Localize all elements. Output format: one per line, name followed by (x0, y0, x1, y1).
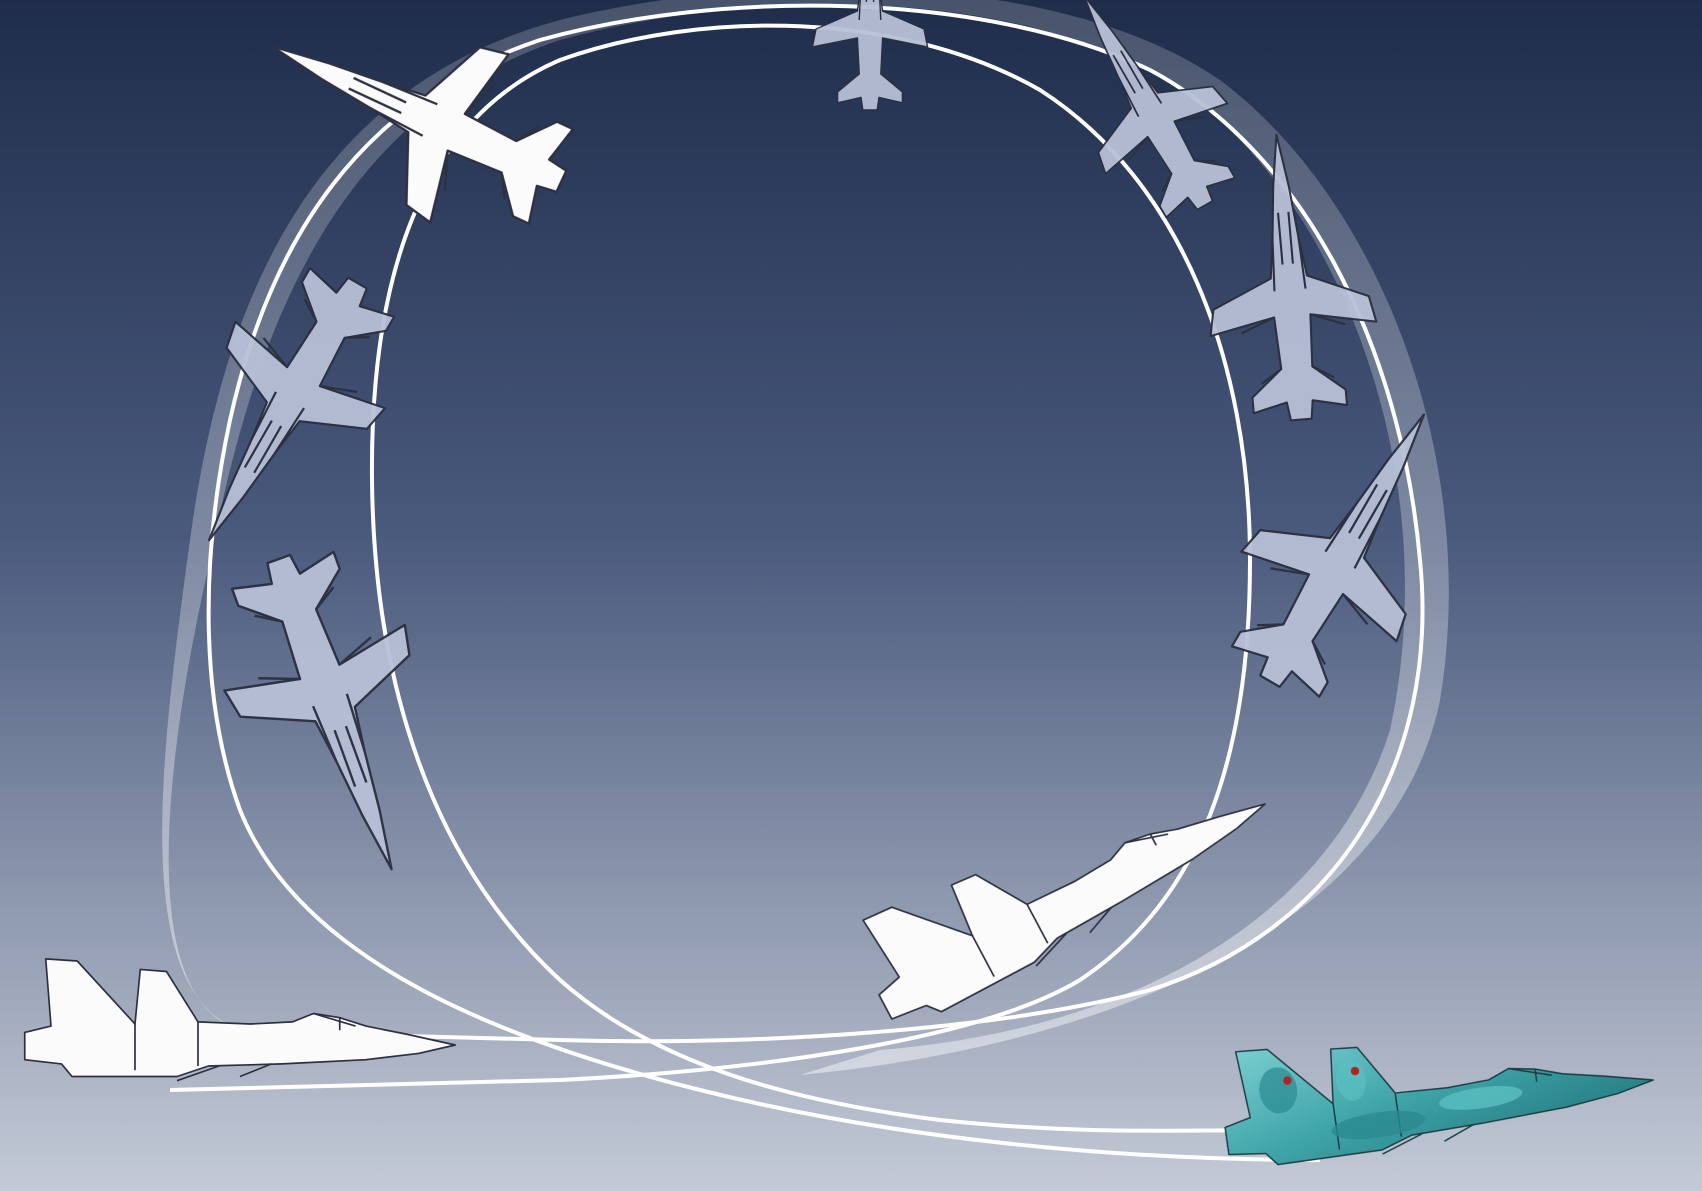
maneuver-illustration (0, 0, 1702, 1191)
